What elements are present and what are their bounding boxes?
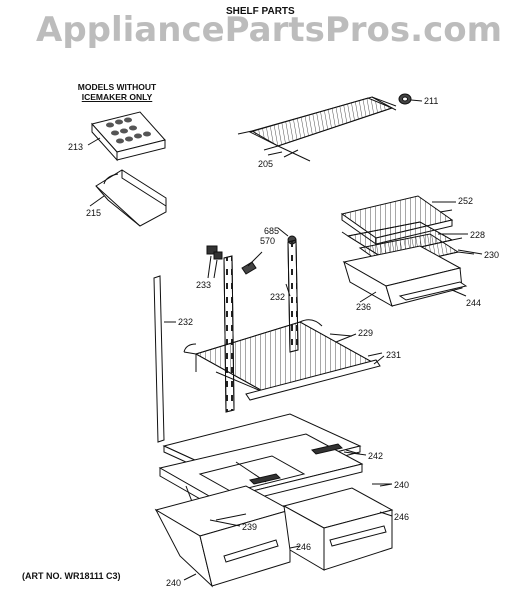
part-229-wire-shelf [183,319,379,395]
label-240-right: 240 [394,480,409,490]
part-232-side-rail [153,275,176,443]
models-note: MODELS WITHOUT ICEMAKER ONLY [62,82,172,102]
part-231-shelf-trim [245,352,383,401]
part-211-shelf-knob [398,93,423,105]
label-228: 228 [470,230,485,240]
label-232-center: 232 [270,292,285,302]
label-205: 205 [258,159,273,169]
watermark: AppliancePartsPros.com [36,10,503,50]
label-233: 233 [196,280,211,290]
label-252: 252 [458,196,473,206]
diagram-title: SHELF PARTS [226,6,295,17]
label-213: 213 [68,142,83,152]
label-239: 239 [242,522,257,532]
label-244: 244 [466,298,481,308]
part-570-screw [241,251,263,275]
part-244-rail [398,281,468,301]
models-note-line2: ICEMAKER ONLY [81,92,153,102]
art-number: (ART NO. WR18111 C3) [22,571,121,581]
label-236: 236 [356,302,371,312]
label-246-left: 246 [296,542,311,552]
label-230: 230 [484,250,499,260]
label-229: 229 [358,328,373,338]
label-242: 242 [368,451,383,461]
part-205-wire-shelf [237,96,397,162]
part-233-clips [206,245,223,279]
models-note-line1: MODELS WITHOUT [77,82,157,92]
label-685: 685 [264,226,279,236]
label-232-side: 232 [178,317,193,327]
label-215: 215 [86,208,101,218]
label-246-right: 246 [394,512,409,522]
label-231: 231 [386,350,401,360]
part-213-egg-tray [87,111,166,162]
part-240-crisper-drawer-right [282,483,394,571]
label-240-left: 240 [166,578,181,588]
part-215-storage-bin [89,169,167,227]
part-240-crisper-drawer-left [154,485,292,588]
part-232-shelf-ladder-left [223,255,235,413]
label-211: 211 [424,96,438,106]
leader-lines [183,149,483,581]
label-570: 570 [260,236,275,246]
